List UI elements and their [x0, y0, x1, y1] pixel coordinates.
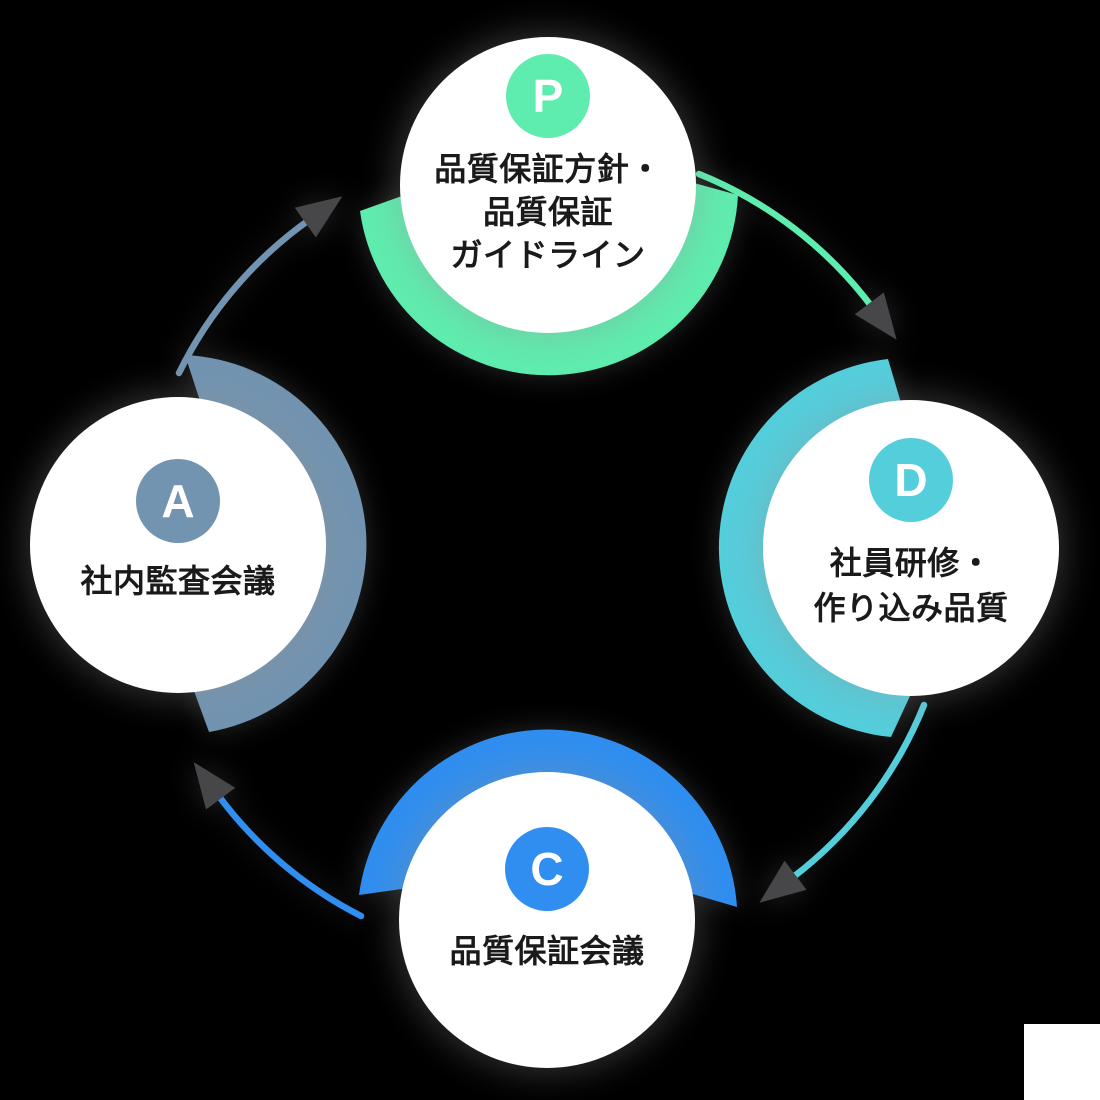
badge-do: D	[869, 438, 953, 522]
ring-arc-plan	[360, 180, 738, 376]
badge-letter-plan: P	[532, 70, 564, 122]
badge-plan: P	[506, 54, 590, 138]
node-label-do-line-2: 作り込み品質	[813, 590, 1009, 626]
arrow-act-to-plan	[175, 196, 343, 377]
node-label-do-line-1: 社員研修・	[829, 545, 993, 581]
node-label-act: 社内監査会議	[30, 559, 326, 603]
node-label-do: 社員研修・ 作り込み品質	[763, 541, 1059, 631]
node-label-check: 品質保証会議	[399, 929, 695, 973]
ring-arc-act	[185, 355, 367, 732]
node-label-plan-line-2: 品質保証	[482, 194, 613, 230]
node-label-plan-line-1: 品質保証方針・	[434, 151, 662, 187]
arrow-plan-to-do	[695, 170, 897, 340]
node-circle-act: A 社内監査会議	[30, 397, 326, 693]
node-label-act-line-1: 社内監査会議	[80, 563, 276, 599]
badge-letter-check: C	[530, 843, 564, 895]
badge-letter-do: D	[894, 454, 928, 506]
node-circle-check: C 品質保証会議	[399, 772, 695, 1068]
badge-check: C	[505, 827, 589, 911]
arrow-check-to-act	[193, 762, 365, 920]
node-circle-do: D 社員研修・ 作り込み品質	[763, 400, 1059, 696]
badge-act: A	[136, 459, 220, 543]
node-circle-plan: P 品質保証方針・ 品質保証 ガイドライン	[400, 37, 696, 333]
ring-arc-do	[718, 359, 916, 737]
badge-letter-act: A	[161, 475, 195, 527]
node-label-plan-line-3: ガイドライン	[450, 237, 646, 273]
arrow-do-to-check	[759, 701, 928, 903]
node-label-check-line-1: 品質保証会議	[449, 933, 645, 969]
ring-arc-check	[359, 729, 737, 907]
node-label-plan: 品質保証方針・ 品質保証 ガイドライン	[400, 148, 696, 277]
corner-white-square	[1024, 1024, 1100, 1100]
